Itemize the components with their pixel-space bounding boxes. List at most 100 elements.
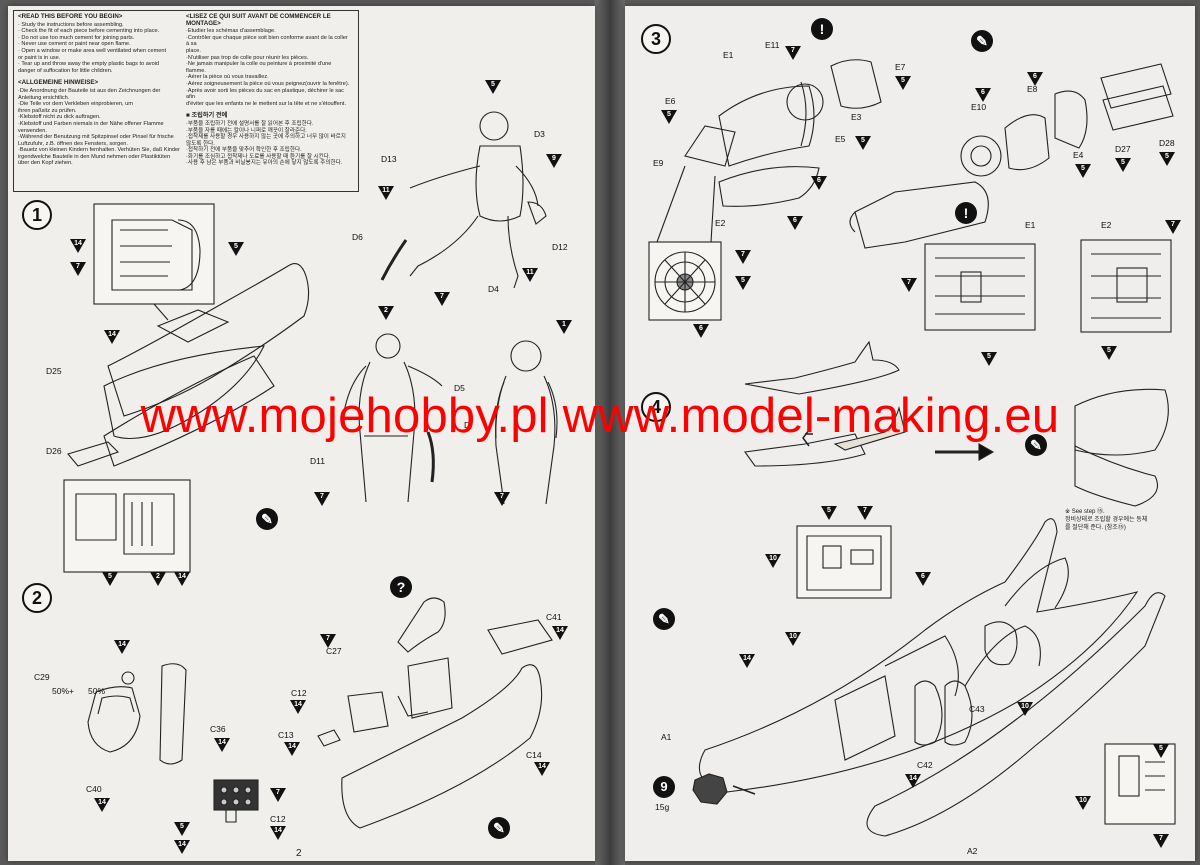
paint-callout: 7 bbox=[785, 46, 801, 60]
cement-icon: ✎ bbox=[1025, 434, 1047, 456]
notes-english-german: <READ THIS BEFORE YOU BEGIN> · Study the… bbox=[18, 13, 183, 167]
note-line: ihren paßsitz zu prüfen. bbox=[18, 107, 77, 114]
label-C12-a: C12 bbox=[291, 688, 307, 698]
note-line: ·Die Teile vor dem Verkleben einprobiere… bbox=[18, 101, 133, 108]
paint-callout: 14 bbox=[905, 774, 921, 788]
label-E11: E11 bbox=[765, 40, 780, 50]
note-line: irgendwelche Bauteile in den Mund nehmen… bbox=[18, 153, 171, 160]
note-line: ·Während der Benutzung mit Spitzpinsel o… bbox=[18, 134, 174, 141]
note-line: danger of suffocation for little childre… bbox=[18, 67, 113, 74]
label-A1: A1 bbox=[661, 732, 672, 742]
page-gutter bbox=[595, 0, 625, 865]
label-E2: E2 bbox=[715, 218, 726, 228]
step-4-marker: 4 bbox=[641, 392, 671, 422]
paint-callout: 10 bbox=[1017, 702, 1033, 716]
label-E1: E1 bbox=[723, 50, 734, 60]
label-D7: D bbox=[464, 420, 471, 430]
paint-callout: 6 bbox=[811, 176, 827, 190]
label-C42: C42 bbox=[917, 760, 933, 770]
paint-callout: 5 bbox=[735, 276, 751, 290]
notes-de-title: <ALLGEMEINE HINWEISE> bbox=[18, 79, 99, 87]
step-15-note-title: ※ See step ⑮. bbox=[1065, 509, 1105, 515]
note-line: ·Ne jamais manipuler la colle ou peintur… bbox=[186, 61, 332, 74]
paint-callout: 14 bbox=[114, 640, 130, 654]
paint-callout: 14 bbox=[214, 738, 230, 752]
note-line: or paint is in use. bbox=[18, 54, 61, 61]
paint-callout: 14 bbox=[174, 840, 190, 854]
paint-callout: 5 bbox=[1153, 744, 1169, 758]
paint-callout: 5 bbox=[1101, 346, 1117, 360]
label-C27: C27 bbox=[326, 646, 342, 656]
paint-callout: 5 bbox=[1159, 152, 1175, 166]
paint-callout: 1 bbox=[556, 320, 572, 334]
label-C14: C14 bbox=[526, 750, 542, 760]
label-C29: C29 bbox=[34, 672, 50, 682]
paint-callout: 7 bbox=[320, 634, 336, 648]
note-line: place. bbox=[186, 47, 201, 54]
paint-callout: 5 bbox=[174, 822, 190, 836]
note-line: · Study the instructions before assembli… bbox=[18, 21, 124, 28]
label-C41: C41 bbox=[546, 612, 562, 622]
paint-callout: 7 bbox=[1153, 834, 1169, 848]
paint-callout: 5 bbox=[981, 352, 997, 366]
note-line: ·화기를 조심하고 접착제나 도료를 사용할 때 환기를 잘 시킨다. bbox=[186, 153, 331, 160]
paint-callout: 5 bbox=[1115, 158, 1131, 172]
label-C12-b: C12 bbox=[270, 814, 286, 824]
label-C13: C13 bbox=[278, 730, 294, 740]
label-pct2: 50% bbox=[88, 686, 106, 696]
paint-callout: 7 bbox=[70, 262, 86, 276]
note-line: über den Kopf ziehen. bbox=[18, 160, 73, 167]
label-E3: E3 bbox=[851, 112, 862, 122]
step-1-marker: 1 bbox=[22, 200, 52, 230]
paint-callout: 7 bbox=[434, 292, 450, 306]
label-C40: C40 bbox=[86, 784, 102, 794]
label-D12: D12 bbox=[552, 242, 568, 252]
label-E2-b: E2 bbox=[1101, 220, 1112, 230]
note-line: ·접착하기 전에 부품을 맞추어 확인한 후 조립한다. bbox=[186, 147, 302, 154]
label-D28: D28 bbox=[1159, 138, 1175, 148]
note-line: · Open a window or make area well ventil… bbox=[18, 47, 166, 54]
right-page-line-art bbox=[648, 59, 1176, 837]
note-line: · Tear up and throw away the empty plast… bbox=[18, 61, 160, 68]
caution-icon: ! bbox=[955, 202, 977, 224]
note-line: ·부품을 조립하기 전에 설명서를 잘 읽어본 후 조립한다. bbox=[186, 120, 314, 127]
notes-en-title: <READ THIS BEFORE YOU BEGIN> bbox=[18, 13, 123, 20]
note-line: ·Aérez soigneusement la pièce où vous pe… bbox=[186, 80, 350, 87]
notes-kr-body: ·부품을 조립하기 전에 설명서를 잘 읽어본 후 조립한다.·부품을 자를 때… bbox=[186, 121, 351, 167]
paint-callout: 5 bbox=[485, 80, 501, 94]
cement-icon: ✎ bbox=[256, 508, 278, 530]
notes-french-korean: <LISEZ CE QUI SUIT AVANT DE COMMENCER LE… bbox=[186, 13, 351, 167]
label-E4: E4 bbox=[1073, 150, 1084, 160]
note-line: ·부품을 자를 때에는 칼이나 니퍼로 깨끗이 잘라준다. bbox=[186, 127, 307, 134]
notes-de-body: ·Die Anordnung der Bauteile ist aus den … bbox=[18, 88, 183, 167]
paint-callout: 14 bbox=[284, 742, 300, 756]
left-page-line-art bbox=[63, 111, 558, 829]
label-D11: D11 bbox=[310, 456, 325, 466]
paint-callout: 7 bbox=[857, 506, 873, 520]
paint-callout: 7 bbox=[901, 278, 917, 292]
note-line: ·접착제를 사용할 경우 사용하지 않는 곳에 주의하고 너무 많이 바르지 않… bbox=[186, 134, 346, 147]
paint-callout: 14 bbox=[534, 762, 550, 776]
note-line: · Check the fit of each piece before cem… bbox=[18, 28, 160, 35]
step-15-note: ※ See step ⑮. 정비상태로 조립할 경우에는 동체를 절단해 준다.… bbox=[1065, 508, 1150, 532]
paint-callout: 7 bbox=[314, 492, 330, 506]
paint-callout: 6 bbox=[1027, 72, 1043, 86]
paint-callout: 2 bbox=[378, 306, 394, 320]
paint-callout: 11 bbox=[378, 186, 394, 200]
step-3-marker: 3 bbox=[641, 24, 671, 54]
paint-callout: 10 bbox=[785, 632, 801, 646]
label-pct1: 50%+ bbox=[52, 686, 74, 696]
caution-icon: ! bbox=[811, 18, 833, 40]
left-instruction-page: <READ THIS BEFORE YOU BEGIN> · Study the… bbox=[8, 6, 595, 861]
note-line: verwenden. bbox=[18, 127, 47, 134]
label-D25: D25 bbox=[46, 366, 62, 376]
paint-callout: 7 bbox=[1165, 220, 1181, 234]
paint-callout: 6 bbox=[693, 324, 709, 338]
label-D3: D3 bbox=[534, 129, 545, 139]
note-line: ·사용 후 남은 부품과 비닐봉지는 유아의 손에 닿지 않도록 주의한다. bbox=[186, 160, 343, 167]
paint-callout: 5 bbox=[1075, 164, 1091, 178]
paint-callout: 7 bbox=[494, 492, 510, 506]
note-line: Anleitung ersichtlich. bbox=[18, 94, 70, 101]
label-E9: E9 bbox=[653, 158, 664, 168]
paint-callout: 2 bbox=[150, 572, 166, 586]
